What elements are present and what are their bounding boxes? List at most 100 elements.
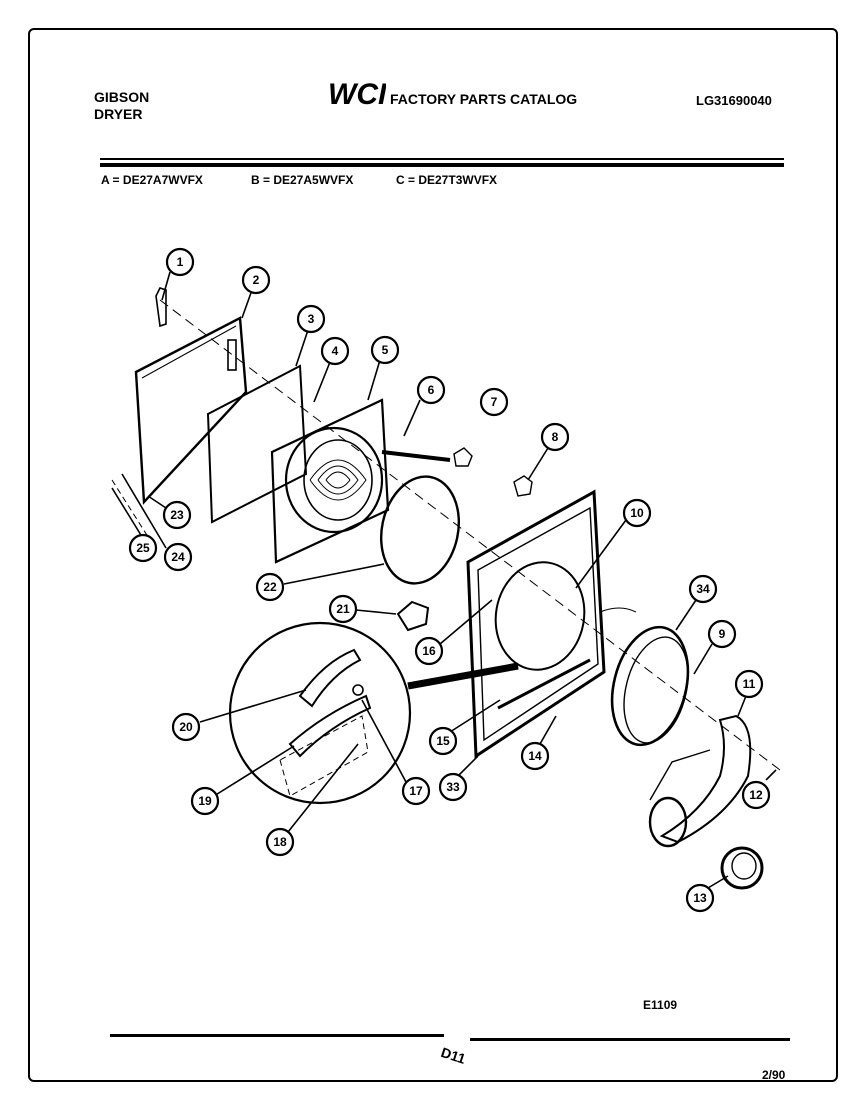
svg-text:34: 34	[696, 582, 710, 596]
door-handle-part	[155, 287, 167, 328]
exhaust-duct	[659, 714, 752, 844]
svg-text:17: 17	[409, 784, 423, 798]
filter-spiral	[309, 459, 367, 501]
model-b: B = DE27A5WVFX	[251, 173, 354, 187]
ring-hint-arc	[599, 607, 637, 613]
callout-11: 11	[734, 669, 764, 699]
callout-10: 10	[622, 498, 652, 528]
leader-23	[147, 495, 167, 509]
brand-block: GIBSON DRYER	[94, 89, 149, 123]
leader-25	[111, 487, 145, 541]
callout-2: 2	[241, 265, 271, 295]
svg-text:2: 2	[253, 273, 260, 287]
assembly-axis-line	[159, 299, 781, 771]
callout-23: 23	[162, 500, 192, 530]
leader-11	[737, 695, 747, 717]
door-hinge-part	[227, 339, 237, 371]
page-border	[28, 28, 838, 1082]
svg-text:22: 22	[263, 580, 277, 594]
leader-6	[403, 399, 421, 437]
callout-33: 33	[438, 772, 468, 802]
leader-8	[527, 447, 549, 481]
leader-18	[287, 743, 359, 833]
revision-date: 2/90	[762, 1068, 786, 1082]
duct-body-edge	[649, 749, 711, 801]
leader-5	[367, 359, 381, 401]
callout-34: 34	[688, 574, 718, 604]
leader-22	[283, 563, 385, 585]
duct-seal-inner	[731, 852, 757, 880]
callout-14: 14	[520, 741, 550, 771]
callout-13: 13	[685, 883, 715, 913]
callout-1: 1	[165, 247, 195, 277]
footer-rule-left	[110, 1034, 444, 1037]
leader-21	[355, 609, 397, 615]
callout-9: 9	[707, 619, 737, 649]
door-liner-bowl	[284, 426, 384, 534]
svg-text:8: 8	[552, 430, 559, 444]
callout-3: 3	[296, 304, 326, 334]
hinge-bracket-part	[396, 600, 430, 632]
logo-text: WCI	[328, 78, 386, 108]
callout-8: 8	[540, 422, 570, 452]
svg-text:33: 33	[446, 780, 460, 794]
model-c: C = DE27T3WVFX	[396, 173, 498, 187]
svg-text:20: 20	[179, 720, 193, 734]
leader-15	[449, 699, 501, 733]
leader-19	[213, 745, 295, 797]
svg-text:14: 14	[528, 749, 542, 763]
leader-9	[693, 643, 713, 675]
detail-part-19	[288, 694, 372, 758]
callout-16: 16	[414, 636, 444, 666]
svg-text:23: 23	[170, 508, 184, 522]
callout-19: 19	[190, 786, 220, 816]
detail-magnifier-circle	[228, 621, 412, 805]
footer-rule-right	[470, 1038, 790, 1041]
svg-text:5: 5	[382, 343, 389, 357]
inner-door-panel	[206, 364, 308, 524]
svg-text:10: 10	[630, 506, 644, 520]
leader-14	[539, 715, 557, 745]
detail-housing-outline	[279, 715, 369, 797]
wci-logo: WCI	[328, 78, 386, 108]
svg-text:7: 7	[491, 395, 498, 409]
detail-pin-part	[352, 684, 364, 696]
callout-4: 4	[320, 336, 350, 366]
door-liner-inner-ring	[303, 439, 373, 521]
leader-17	[361, 699, 407, 783]
front-panel-bottom-strip	[497, 658, 591, 710]
front-panel-inner-edge	[477, 506, 599, 742]
header-rule-bottom	[100, 163, 784, 167]
duct-seal-ring	[720, 846, 764, 890]
leader-12	[765, 769, 777, 781]
door-catch-part	[453, 447, 473, 467]
door-panel-edge	[141, 325, 237, 379]
callout-20: 20	[171, 712, 201, 742]
svg-text:19: 19	[198, 794, 212, 808]
front-panel-door-opening	[494, 561, 586, 671]
callout-15: 15	[428, 726, 458, 756]
catalog-title: FACTORY PARTS CATALOG	[390, 91, 578, 107]
leader-4	[313, 361, 331, 403]
svg-text:3: 3	[308, 312, 315, 326]
leader-34	[675, 599, 697, 631]
leader-10	[575, 519, 627, 589]
felt-seal-ring	[610, 625, 690, 747]
drawing-number: E1109	[643, 998, 678, 1012]
callout-21: 21	[328, 594, 358, 624]
callout-17: 17	[401, 776, 431, 806]
door-liner	[270, 398, 390, 564]
detail-part-20	[298, 648, 362, 708]
leader-3	[295, 329, 309, 367]
front-panel	[466, 489, 606, 759]
svg-text:4: 4	[332, 344, 339, 358]
strike-part	[513, 475, 533, 497]
product-type: DRYER	[94, 106, 143, 122]
leader-33	[457, 755, 479, 777]
bearing-ring	[623, 636, 689, 744]
svg-text:9: 9	[719, 627, 726, 641]
door-gasket-ring	[379, 475, 461, 585]
outer-door-panel	[134, 316, 248, 505]
callout-18: 18	[265, 827, 295, 857]
model-a: A = DE27A7WVFX	[101, 173, 203, 187]
